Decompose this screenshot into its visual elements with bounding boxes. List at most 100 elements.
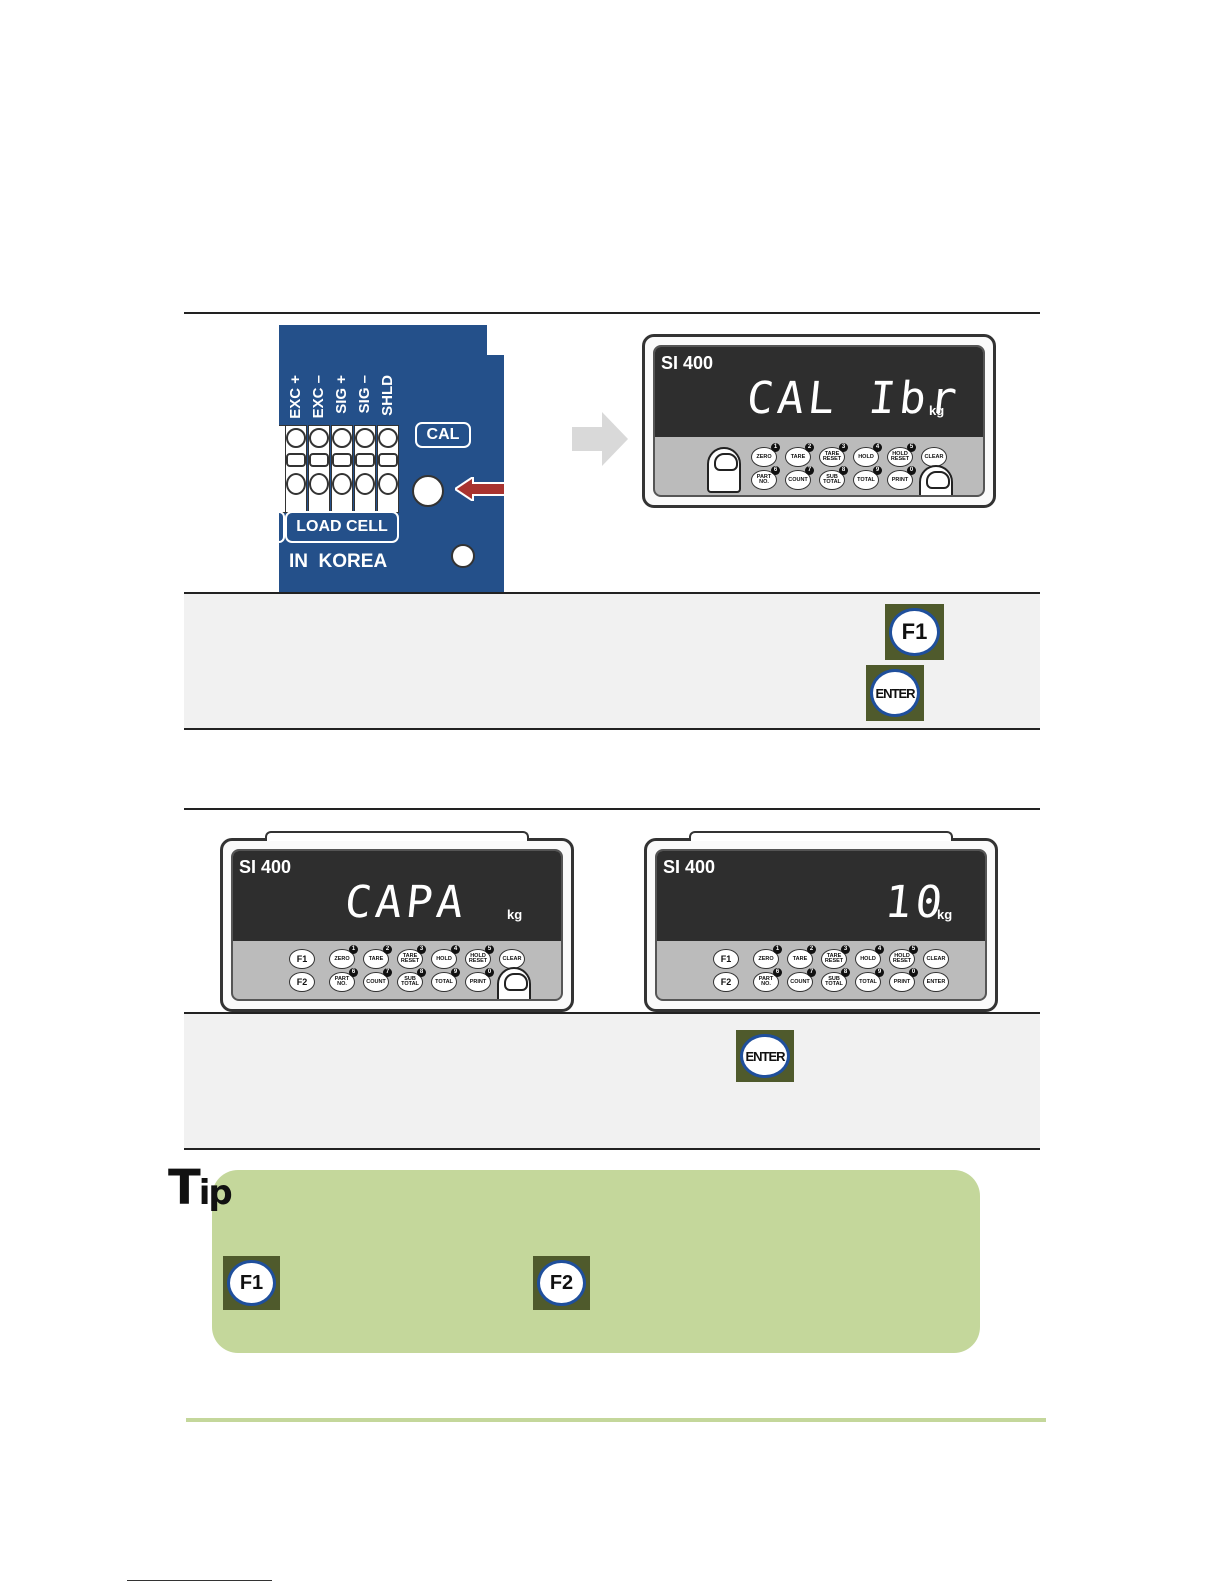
terminal-screw-lower (309, 473, 329, 495)
display-readout: CAPA (342, 877, 470, 928)
panel-mount-hole (451, 544, 475, 568)
terminal-panel-illustration: EXC + EXC – SIG + SIG – SHLD CAL LOAD CE… (279, 325, 504, 592)
enter-key-icon: ENTER (866, 665, 924, 721)
row-divider (184, 592, 1040, 594)
terminal-screw-lower (355, 473, 375, 495)
panel-notch (487, 325, 504, 355)
terminal-screw-lower (378, 473, 398, 495)
load-cell-label-box: LOAD CELL (285, 511, 399, 543)
step-description-band-2 (184, 1014, 1040, 1148)
row-divider (184, 808, 1040, 810)
terminal-screw (286, 428, 306, 448)
row-divider (184, 728, 1040, 730)
lcd-display: SI 400 CAPA kg (233, 851, 561, 941)
key-f1[interactable]: F1 (289, 949, 315, 969)
key-part-no[interactable]: PART NO.6 (329, 968, 358, 992)
row-divider (184, 1148, 1040, 1150)
table-top-rule (184, 312, 1040, 314)
terminal-slot (309, 453, 329, 467)
display-unit: kg (507, 907, 523, 922)
next-step-arrow (572, 412, 628, 466)
cal-pointer-arrow (453, 475, 504, 503)
finger-pointer (707, 447, 741, 493)
footnote-rule (127, 1580, 272, 1581)
terminal-label-sig-minus: SIG – (356, 375, 373, 414)
terminal-slot (286, 453, 306, 467)
terminal-label-exc-minus: EXC – (310, 375, 327, 419)
panel-top-text-fragment (289, 327, 409, 331)
key-f2[interactable]: F2 (713, 972, 739, 992)
indicator-brand: SI 400 (239, 857, 292, 877)
key-part-no[interactable]: PART NO.6 (753, 968, 782, 992)
terminal-screw (355, 428, 375, 448)
finger-pressing-enter (497, 967, 531, 999)
terminal-label-exc-plus: EXC + (287, 375, 304, 419)
key-clear[interactable]: CLEAR (499, 949, 525, 969)
indicator-brand: SI 400 (663, 857, 716, 877)
footer-rule (186, 1418, 1046, 1422)
display-unit: kg (929, 403, 945, 418)
f2-key-icon: F2 (533, 1256, 590, 1310)
terminal-screw-lower (332, 473, 352, 495)
tip-box (212, 1170, 980, 1353)
panel-left-edge (279, 511, 285, 543)
key-f2[interactable]: F2 (289, 972, 315, 992)
lcd-display: SI 400 10 kg (657, 851, 985, 941)
terminal-slot (355, 453, 375, 467)
terminal-screw (378, 428, 398, 448)
terminal-screw (332, 428, 352, 448)
cal-switch-hole[interactable] (412, 475, 444, 507)
key-f1[interactable]: F1 (713, 949, 739, 969)
made-in-korea-text: IN KOREA (289, 551, 388, 572)
terminal-slot (378, 453, 398, 467)
indicator-brand: SI 400 (661, 353, 714, 373)
display-unit: kg (937, 907, 953, 922)
enter-key-icon: ENTER (736, 1030, 794, 1082)
key-clear[interactable]: CLEAR (921, 447, 947, 467)
key-clear[interactable]: CLEAR (923, 949, 949, 969)
key-enter[interactable]: ENTER (923, 972, 949, 992)
row-divider (184, 1012, 1040, 1014)
lcd-display: SI 400 CAL Ibr kg (655, 347, 983, 437)
terminal-label-sig-plus: SIG + (333, 375, 350, 414)
cal-label-box: CAL (415, 422, 471, 448)
key-part-no[interactable]: PART NO.6 (751, 466, 780, 490)
finger-pressing-clear (919, 465, 953, 495)
f1-key-icon: F1 (223, 1256, 280, 1310)
terminal-slot (332, 453, 352, 467)
terminal-screw-lower (286, 473, 306, 495)
